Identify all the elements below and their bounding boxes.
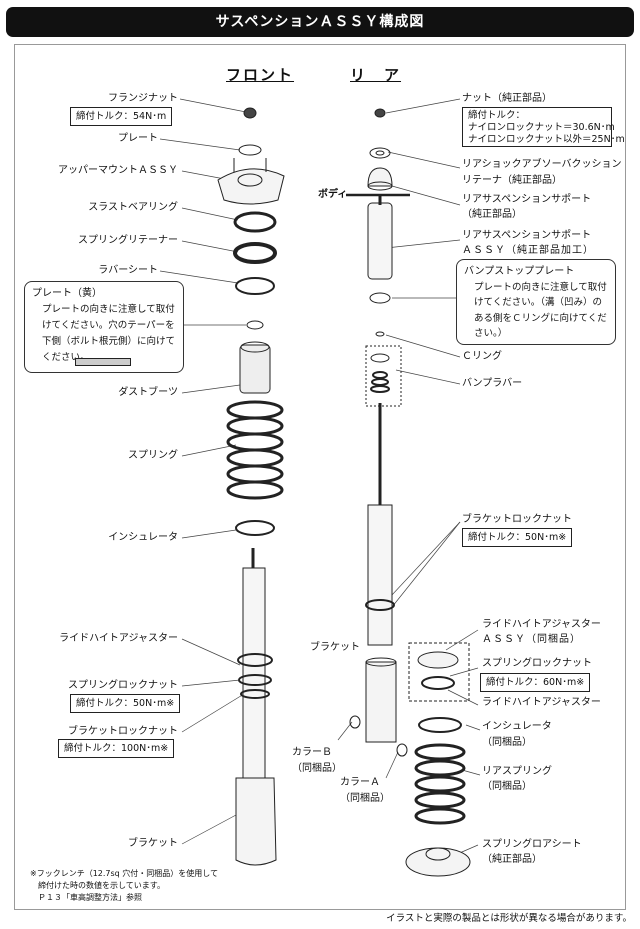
label-rubber-seat: ラバーシート <box>98 265 158 276</box>
leader-lines <box>159 98 481 856</box>
diagram-frame <box>14 44 626 910</box>
label-bracket: ブラケット <box>128 838 178 849</box>
plate-note-line: ください。 <box>42 352 90 363</box>
bump-note-title: バンプストッププレート <box>464 266 575 277</box>
torque-rear-spring-lock-nut: 締付トルク：60N･m※ <box>480 673 591 692</box>
label-support-assy-sub: ＡＳＳＹ（純正部品加工） <box>462 245 594 256</box>
label-lower-seat-sub: （純正部品） <box>482 854 542 865</box>
label-rear-bracket-lock-nut: ブラケットロックナット <box>462 514 572 525</box>
label-support: リアサスペンションサポート <box>462 194 592 205</box>
torque-line: ナイロンロックナット以外＝25N･m <box>468 134 625 145</box>
label-collar-a: カラーＡ <box>340 777 380 788</box>
torque-flange-nut: 締付トルク：54N･m <box>70 107 173 126</box>
label-thrust-bearing: スラストベアリング <box>88 202 178 213</box>
label-cushion-retainer: リアショックアブソーバクッション <box>462 159 622 170</box>
torque-rear-bracket-lock-nut: 締付トルク：50N･m※ <box>462 528 573 547</box>
label-support-sub: （純正部品） <box>462 209 522 220</box>
label-dust-boot: ダストブーツ <box>118 387 178 398</box>
label-rear-insulator: インシュレータ <box>482 721 552 732</box>
label-rear-insulator-sub: （同梱品） <box>482 737 532 748</box>
label-rear-spring-lock-nut: スプリングロックナット <box>482 658 592 669</box>
label-rear-ride-height-adjuster: ライドハイトアジャスター <box>482 697 601 708</box>
label-rear-spring-sub: （同梱品） <box>482 781 532 792</box>
label-flange-nut: フランジナット <box>108 93 178 104</box>
label-plate: プレート <box>118 133 158 144</box>
label-adjuster-assy: ライドハイトアジャスター <box>482 619 601 630</box>
label-spring: スプリング <box>128 450 178 461</box>
label-collar-b: カラーＢ <box>292 747 332 758</box>
label-cushion-retainer-sub: リテーナ（純正部品） <box>462 175 562 186</box>
plate-note-line: 下側（ボルト根元側）に向けて <box>42 336 176 347</box>
footnote: 締付けた時の数値を示しています。 <box>38 881 165 890</box>
page-title: サスペンションＡＳＳＹ構成図 <box>6 7 634 37</box>
plate-note-line: プレートの向きに注意して取付 <box>42 304 175 315</box>
bump-note-line: さい。） <box>474 328 508 339</box>
label-rear-spring: リアスプリング <box>482 766 552 777</box>
label-insulator: インシュレータ <box>108 532 178 543</box>
footnote: ※フックレンチ（12.7sq 穴付・同梱品）を使用して <box>30 869 219 878</box>
label-body: ボディ <box>318 189 348 200</box>
torque-line: ナイロンロックナット＝30.6N･m <box>468 122 615 133</box>
torque-line: 締付トルク： <box>468 110 526 121</box>
label-rear-nut: ナット（純正部品） <box>462 93 552 104</box>
label-support-assy: リアサスペンションサポート <box>462 230 592 241</box>
label-spring-lock-nut: スプリングロックナット <box>68 680 178 691</box>
bump-note-line: けてください。（溝（凹み）の <box>474 297 602 308</box>
rear-parts <box>349 108 471 877</box>
plate-taper-icon <box>75 358 131 366</box>
torque-spring-lock-nut: 締付トルク：50N･m※ <box>70 694 181 713</box>
label-rear-bracket: ブラケット <box>310 642 360 653</box>
label-ride-height-adjuster: ライドハイトアジャスター <box>59 633 178 644</box>
plate-note: プレート（黄） プレートの向きに注意して取付 けてください。穴のテーパーを 下側… <box>24 281 184 373</box>
label-bump-rubber: バンプラバー <box>462 378 523 389</box>
front-header: フロント <box>226 66 295 84</box>
label-collar-a-sub: （同梱品） <box>340 793 390 804</box>
label-upper-mount: アッパーマウントＡＳＳＹ <box>58 165 178 176</box>
front-parts <box>217 107 285 866</box>
disclaimer: イラストと実際の製品とは形状が異なる場合があります。 <box>386 913 632 924</box>
bump-stop-note: バンプストッププレート プレートの向きに注意して取付 けてください。（溝（凹み）… <box>456 259 616 345</box>
plate-note-line: けてください。穴のテーパーを <box>42 320 175 331</box>
bump-note-line: ある側をＣリングに向けてくだ <box>474 312 607 324</box>
rear-header: リ ア <box>350 66 402 84</box>
plate-note-title: プレート（黄） <box>32 288 102 299</box>
torque-bracket-lock-nut: 締付トルク：100N･m※ <box>58 739 175 758</box>
label-c-ring: Ｃリング <box>462 351 502 362</box>
label-collar-b-sub: （同梱品） <box>292 763 342 774</box>
label-adjuster-assy-sub: ＡＳＳＹ（同梱品） <box>482 634 581 645</box>
label-bracket-lock-nut: ブラケットロックナット <box>68 726 178 737</box>
footnote: Ｐ１３「車高調整方法」参照 <box>38 893 142 902</box>
bump-note-line: プレートの向きに注意して取付 <box>474 281 607 293</box>
label-lower-seat: スプリングロアシート <box>482 839 582 850</box>
torque-rear-nut: 締付トルク： ナイロンロックナット＝30.6N･m ナイロンロックナット以外＝2… <box>462 107 625 147</box>
label-spring-retainer: スプリングリテーナー <box>78 235 178 246</box>
